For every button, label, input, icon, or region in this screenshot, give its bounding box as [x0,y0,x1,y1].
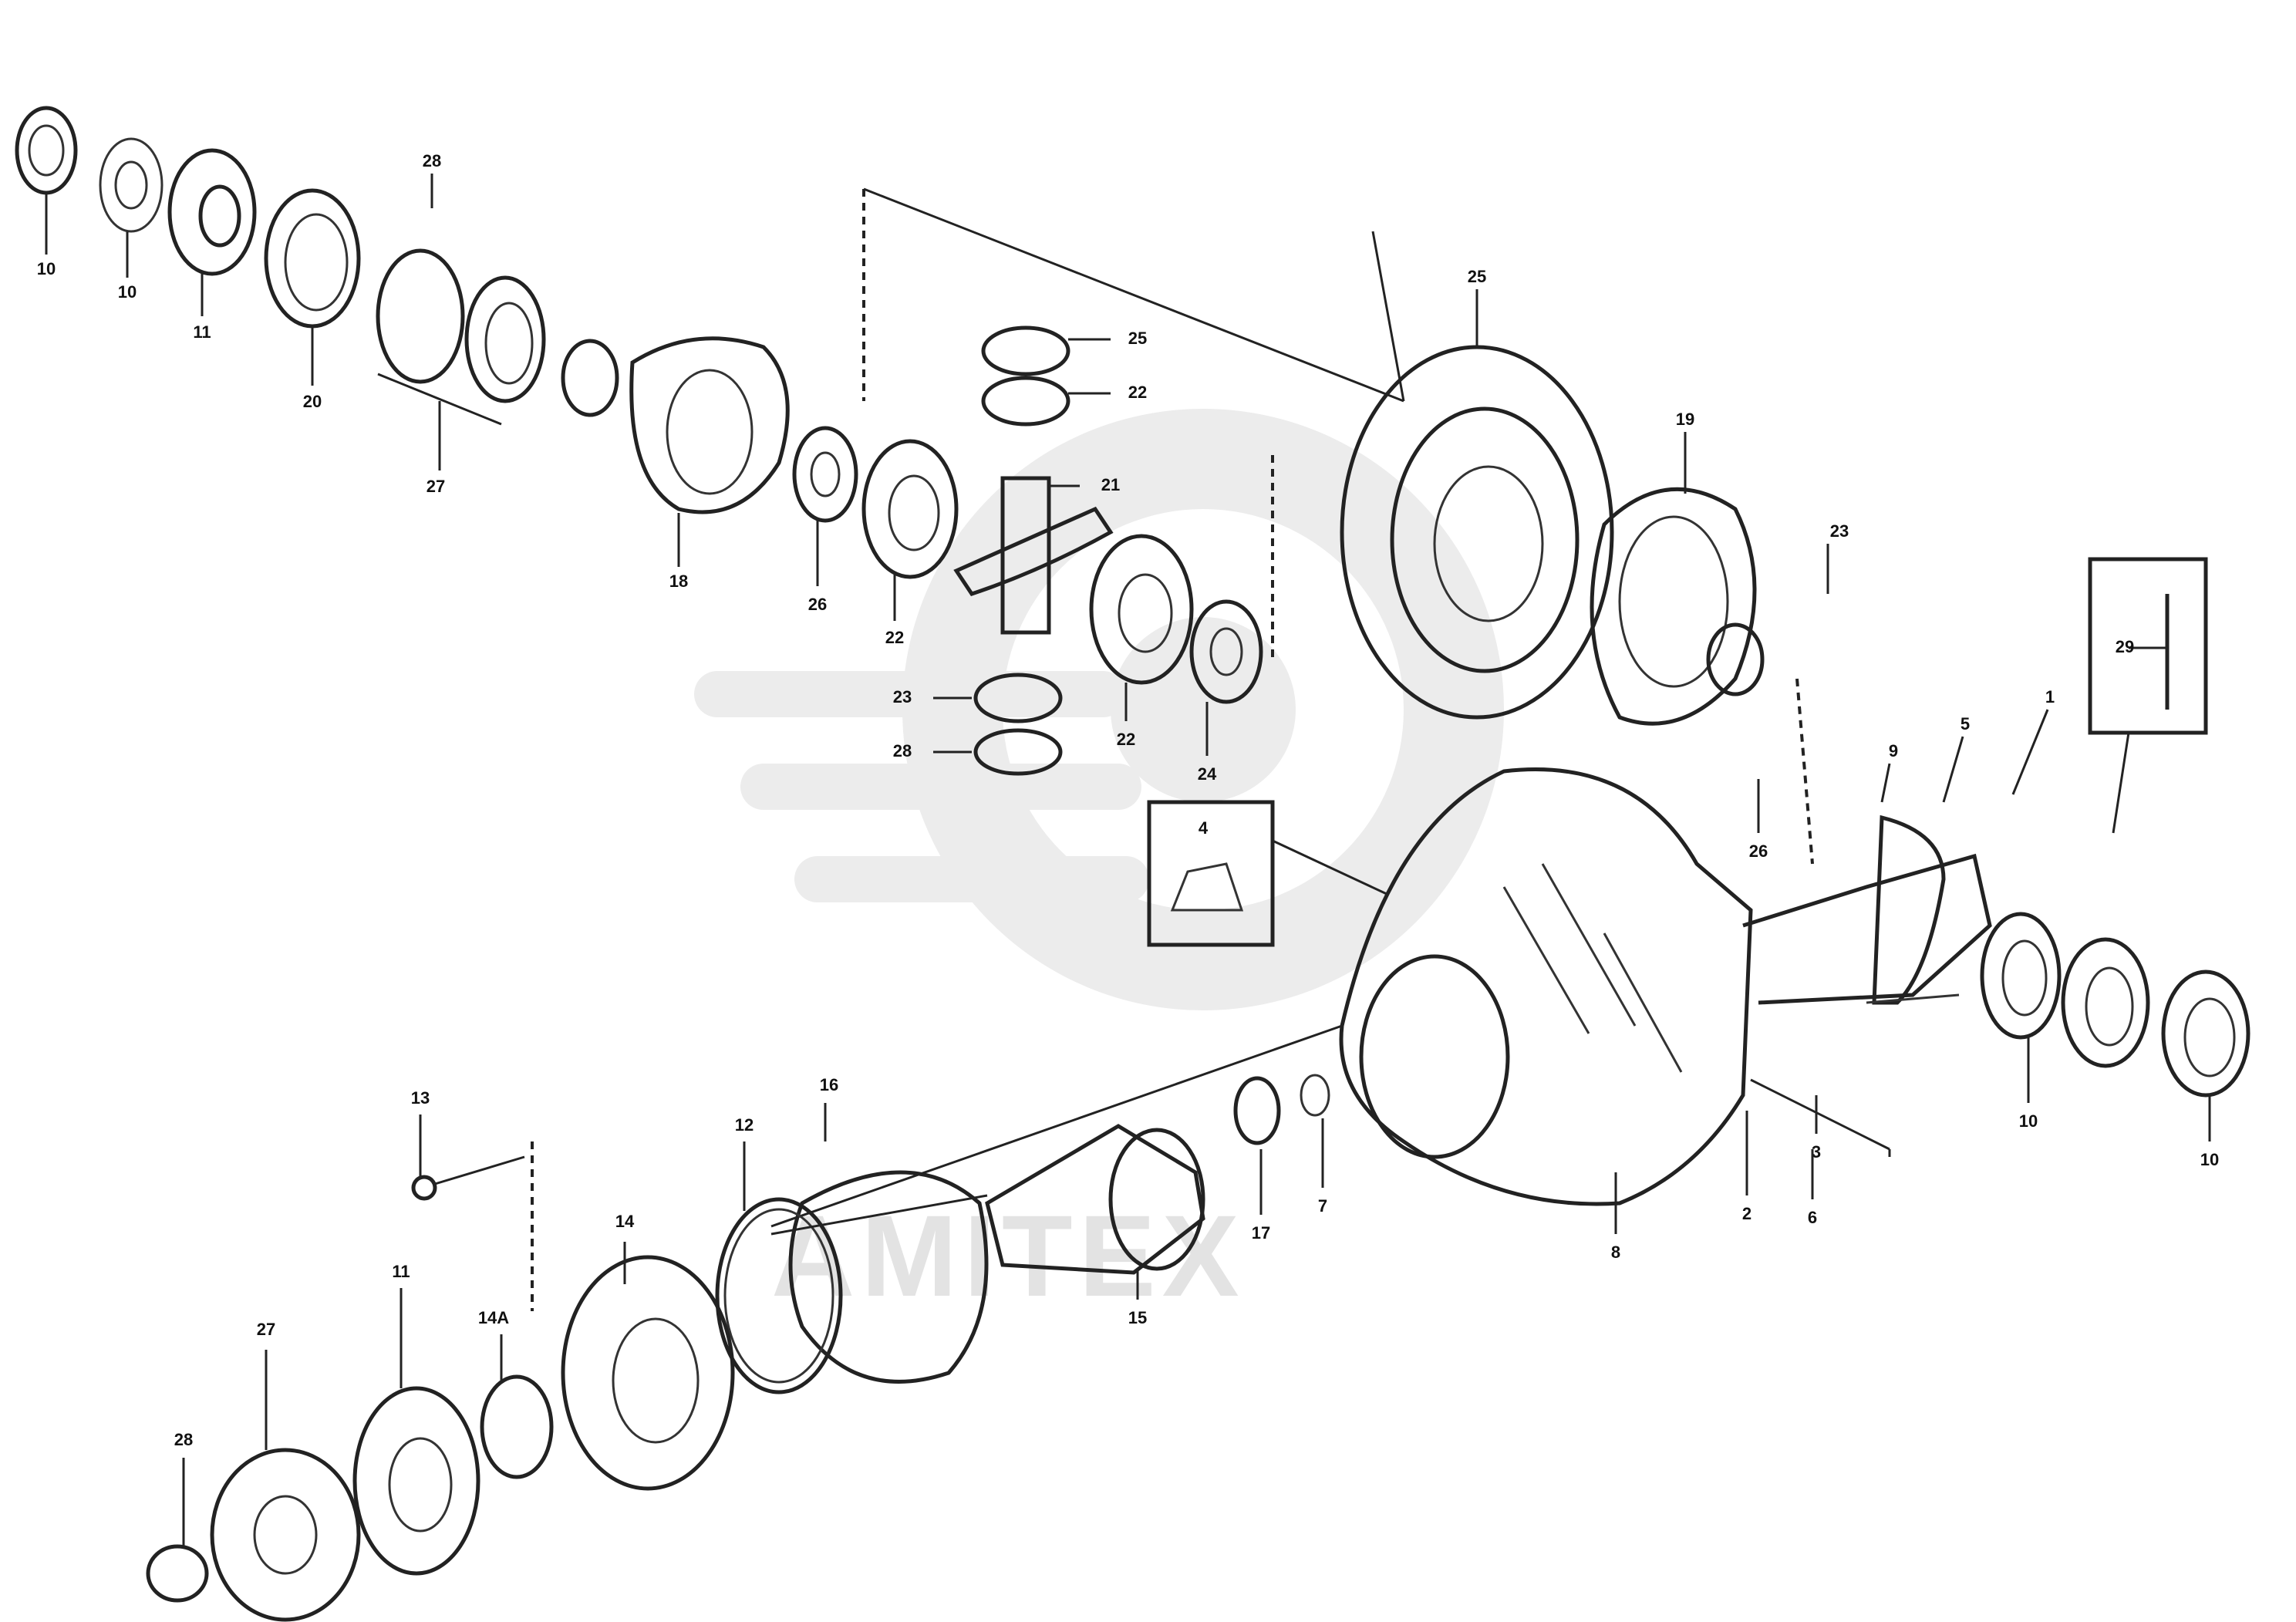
callout-4: 4 [1199,818,1209,838]
callout-22-top: 22 [1128,383,1147,402]
callout-23: 23 [893,687,912,706]
callout-28-top: 28 [423,151,441,170]
gear-wheel-watermark-icon [694,409,1504,1010]
callout-15-right: 15 [1128,1308,1147,1327]
callout-26-right: 26 [1749,841,1768,861]
callout-26: 26 [808,595,827,614]
axle-housing [770,767,1992,1228]
watermark-text: AMITEX [771,1191,1246,1320]
callout-9: 9 [1889,741,1898,760]
callout-20: 20 [303,392,322,411]
callout-28-right: 10 [2019,1111,2038,1131]
callout-17-left: 27 [257,1320,275,1339]
callout-24: 24 [1198,764,1217,784]
callout-11-top: 11 [193,322,211,342]
callout-25-crown: 25 [1468,267,1486,286]
callout-8-bottom: 8 [1611,1243,1620,1262]
callout-15-left: 28 [174,1430,193,1449]
dashed-leaders [531,187,1814,1311]
upper-parts-row [15,106,1263,776]
watermark: AMITEX [694,409,1504,1320]
callout-11-bottom: 11 [392,1262,410,1281]
callout-14A: 14A [478,1308,509,1327]
callout-2: 2 [1742,1204,1752,1223]
callout-17-right: 17 [1252,1223,1270,1243]
callout-10b: 10 [118,282,137,302]
callout-28-far-right: 10 [2200,1150,2219,1169]
callout-21: 21 [1101,475,1120,494]
pinion-assembly [146,1074,1330,1622]
callout-25-top: 25 [1128,329,1147,348]
callout-27-top: 27 [426,477,445,496]
callout-1: 1 [2045,687,2055,706]
callout-12: 12 [735,1115,754,1135]
callout-5: 5 [1961,714,1970,733]
callout-22-right: 22 [1117,730,1135,749]
callout-14: 14 [615,1212,635,1231]
callout-22-left: 22 [885,628,904,647]
right-bearings [1980,912,2250,1098]
callout-7: 7 [1318,1196,1327,1216]
callout-29: 29 [2116,637,2134,656]
callout-10a: 10 [37,259,56,278]
inset-box-4 [1147,800,1389,947]
callout-18: 18 [669,572,688,591]
callout-13: 13 [411,1088,430,1108]
callouts: 10 10 11 20 28 27 18 25 22 21 26 22 23 2… [37,151,2219,1546]
callout-23-right: 23 [1830,521,1849,541]
callout-6: 6 [1808,1208,1817,1227]
callout-3: 3 [1812,1142,1821,1162]
callout-16-top: 16 [820,1075,838,1094]
inset-box-29 [2088,557,2208,834]
callout-28-mid: 28 [893,741,912,760]
callout-19: 19 [1676,410,1694,429]
